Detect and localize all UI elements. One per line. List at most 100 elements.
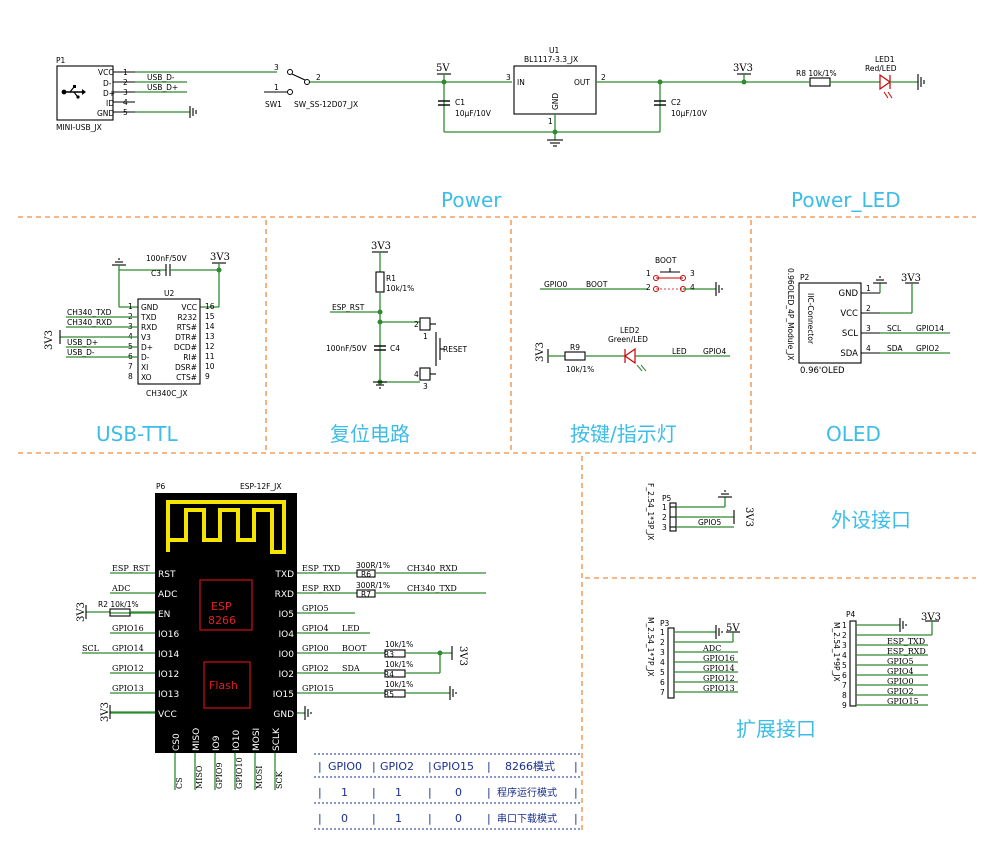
table-header-cell: 8266模式: [505, 760, 555, 773]
usb-icon: [61, 85, 86, 99]
r6-ref: R6: [361, 570, 371, 579]
u2-right-pin-label: DCD#: [174, 343, 197, 352]
net-led: LED: [342, 624, 360, 633]
u1-pin-out: OUT: [574, 78, 590, 87]
net-gpio5: GPIO5: [302, 604, 329, 613]
c1-val: 10μF/10V: [455, 109, 492, 118]
u2-right-pin-number: 16: [205, 302, 215, 311]
c2-val: 10μF/10V: [671, 109, 708, 118]
section-title-power: Power: [441, 188, 502, 212]
net-gpio2: GPIO2: [302, 664, 329, 673]
table-cell: 程序运行模式: [497, 786, 557, 799]
oled-pin-number: 1: [866, 284, 871, 293]
boot-pin-2: 2: [646, 283, 651, 292]
sw1-pin-1: 1: [274, 83, 279, 92]
esp-left-pin-label: RST: [158, 570, 176, 580]
p2-conn-name: IIC-Connector: [806, 293, 815, 345]
section-title-peripheral: 外设接口: [831, 508, 911, 532]
net-boot: BOOT: [586, 280, 608, 289]
p5-pin-number: 3: [662, 523, 667, 532]
section-title-usb-ttl: USB-TTL: [96, 422, 179, 446]
boot-pin-1: 1: [646, 269, 651, 278]
esp-right-pin-label: IO0: [279, 650, 295, 660]
u2-right-pin-number: 12: [205, 342, 215, 351]
u2-left-pin-label: V3: [141, 333, 151, 342]
u2-right-pin-label: CTS#: [176, 373, 197, 382]
u2-right-pin-number: 15: [205, 312, 215, 321]
table-cell: 1: [395, 812, 402, 825]
u1-pin-in: IN: [517, 78, 525, 87]
p1-ref: P1: [56, 56, 66, 65]
esp-chip-text: ESP: [211, 600, 232, 613]
oled-pin-label: GND: [839, 289, 859, 299]
esp-right-pin-label: IO2: [279, 670, 294, 680]
sw1-name: SW_SS-12D07_JX: [294, 100, 358, 109]
led1-ref: LED1: [875, 55, 895, 64]
ground-icon: [547, 139, 563, 147]
u2-right-pin-label: R232: [177, 313, 197, 322]
u2-right-pin-label: VCC: [181, 303, 197, 312]
esp-bottom-pin-label: CS0: [172, 733, 182, 751]
p4-pin-number: 4: [842, 651, 847, 660]
u2-left-pin-number: 1: [128, 302, 133, 311]
u2-right-pin-label: RTS#: [177, 323, 197, 332]
esp-bottom-net-label: MISO: [195, 765, 204, 789]
p4-net-label: GPIO15: [887, 697, 919, 706]
p5-pin-number: 2: [662, 513, 667, 522]
esp-bottom-net-label: GPIO10: [235, 757, 244, 789]
power-3v3: 3V3: [457, 646, 468, 666]
power-3v3: 3V3: [371, 241, 391, 252]
esp-left-pin-label: IO13: [158, 690, 179, 700]
section-title-button-led: 按键/指示灯: [570, 422, 677, 446]
u2-left-pin-label: XI: [141, 363, 148, 372]
u2-left-pin-label: GND: [141, 303, 158, 312]
p3-net-label: GPIO14: [703, 664, 735, 673]
table-cell: 1: [341, 786, 348, 799]
p3-pin-number: 3: [660, 648, 665, 657]
net-esp-rxd: ESP_RXD: [302, 584, 341, 593]
c3-val: 100nF/50V: [146, 254, 187, 263]
net-usb-dp: USB_D+: [147, 83, 178, 92]
table-separator: |: [487, 760, 491, 773]
table-cell: 串口下载模式: [497, 812, 557, 825]
net-gpio0: GPIO0: [302, 644, 329, 653]
junction-dot: [437, 650, 443, 656]
net-usb-dm: USB_D-: [147, 73, 175, 82]
flash-chip-text: Flash: [209, 679, 238, 692]
table-header-cell: GPIO0: [328, 760, 362, 773]
reset-section: 3V3 R1 10k/1% ESP_RST 100nF/50V C4 2 1 4: [326, 241, 467, 391]
c2-ref: C2: [671, 98, 681, 107]
p4-ref: P4: [846, 610, 856, 619]
p4-pin-number: 7: [842, 681, 847, 690]
u2-ref: U2: [164, 289, 174, 298]
esp-right-pin-label: IO5: [279, 610, 294, 620]
net-boot: BOOT: [342, 644, 367, 653]
sw1-pin-3: 3: [274, 63, 279, 72]
table-separator: |: [487, 786, 491, 799]
ground-icon: [304, 706, 312, 720]
p2-name: 0.96'OLED: [800, 366, 845, 376]
esp-left-pin-label: IO12: [158, 670, 179, 680]
u2-right-pin-number: 14: [205, 322, 215, 331]
r9-ref: R9: [570, 343, 580, 352]
boot-switch-label: BOOT: [655, 256, 677, 265]
r1-val: 10k/1%: [386, 284, 414, 293]
reset-switch-label: RESET: [443, 345, 467, 354]
esp-bottom-pin-label: IO10: [232, 730, 242, 751]
u1-num-2: 2: [601, 73, 606, 82]
esp-net-list: ESP_RSTADCGPIO16GPIO14GPIO12GPIO13SCLR2 …: [76, 561, 486, 790]
u2-left-pin-label: D-: [141, 353, 150, 362]
p3-pin-number: 1: [660, 628, 665, 637]
p5-connector: P5 F_2.54_1*3P_JX 123 GPIO5 3V3: [646, 483, 754, 540]
u2-right-pin-label: DTR#: [175, 333, 197, 342]
table-cell: 1: [395, 786, 402, 799]
p4-net-label: GPIO5: [887, 657, 914, 666]
led2-ref: LED2: [620, 326, 640, 335]
r6-val: 300R/1%: [356, 561, 390, 570]
r2-label: R2 10k/1%: [98, 600, 139, 609]
u1-pin-gnd: GND: [551, 93, 560, 110]
p3-net-label: GPIO16: [703, 654, 735, 663]
ground-icon: [718, 490, 732, 498]
net-gpio2: GPIO2: [916, 344, 939, 353]
